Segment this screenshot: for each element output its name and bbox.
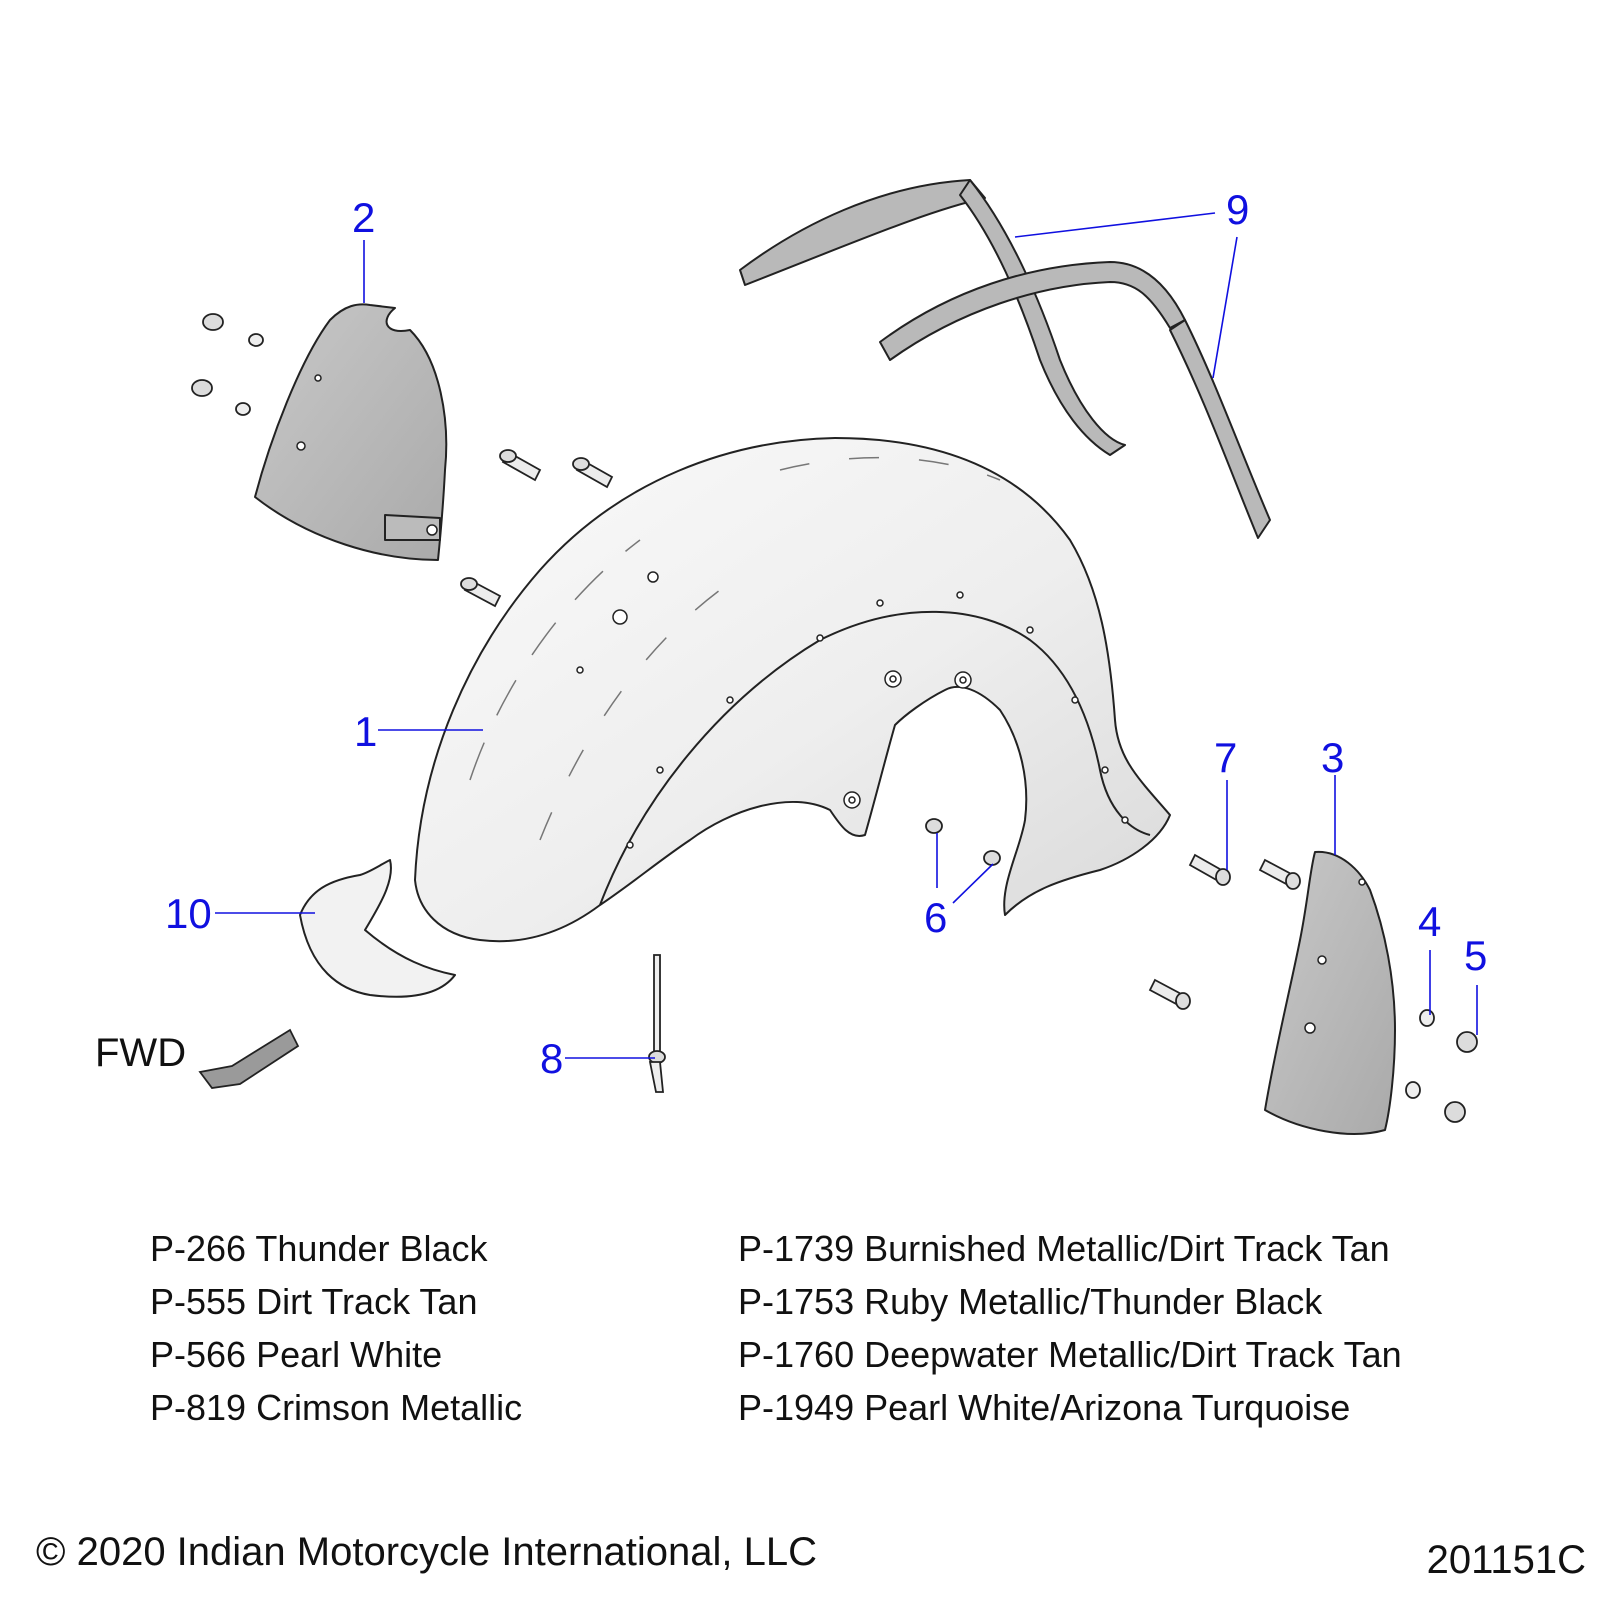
fender-stripes [739,179,1271,539]
callout-4: 4 [1418,898,1441,945]
paint-code-item: P-1949 Pearl White/Arizona Turquoise [738,1387,1351,1428]
callout-7: 7 [1214,734,1237,781]
callout-9: 9 [1226,186,1249,233]
callout-1: 1 [354,708,377,755]
paint-code-item: P-1753 Ruby Metallic/Thunder Black [738,1281,1323,1322]
callout-leaders [215,212,1478,1059]
callout-6: 6 [924,894,947,941]
paint-code-item: P-555 Dirt Track Tan [150,1281,478,1322]
paint-code-item: P-819 Crimson Metallic [150,1387,523,1428]
callout-numbers: 1 2 3 4 5 6 7 8 9 10 [165,186,1487,1082]
forward-direction-label: FWD [95,1031,186,1075]
diagram-code: 201151C [1426,1538,1586,1582]
callout-5: 5 [1464,932,1487,979]
left-side-cover [254,303,448,561]
rear-fender [414,437,1171,943]
copyright-notice: © 2020 Indian Motorcycle International, … [36,1530,818,1574]
callout-10: 10 [165,890,212,937]
paint-code-item: P-566 Pearl White [150,1334,443,1375]
right-side-cover [1264,850,1396,1135]
hardware [191,313,1478,1123]
paint-code-list-left: P-266 Thunder Black P-555 Dirt Track Tan… [150,1222,522,1434]
callout-3: 3 [1321,734,1344,781]
paint-code-item: P-266 Thunder Black [150,1228,488,1269]
callout-8: 8 [540,1035,563,1082]
callout-2: 2 [352,194,375,241]
forward-arrow-icon [198,1028,300,1089]
paint-code-item: P-1739 Burnished Metallic/Dirt Track Tan [738,1228,1390,1269]
paint-code-item: P-1760 Deepwater Metallic/Dirt Track Tan [738,1334,1402,1375]
rear-fender-tip [299,859,456,998]
paint-code-list-right: P-1739 Burnished Metallic/Dirt Track Tan… [738,1222,1402,1434]
